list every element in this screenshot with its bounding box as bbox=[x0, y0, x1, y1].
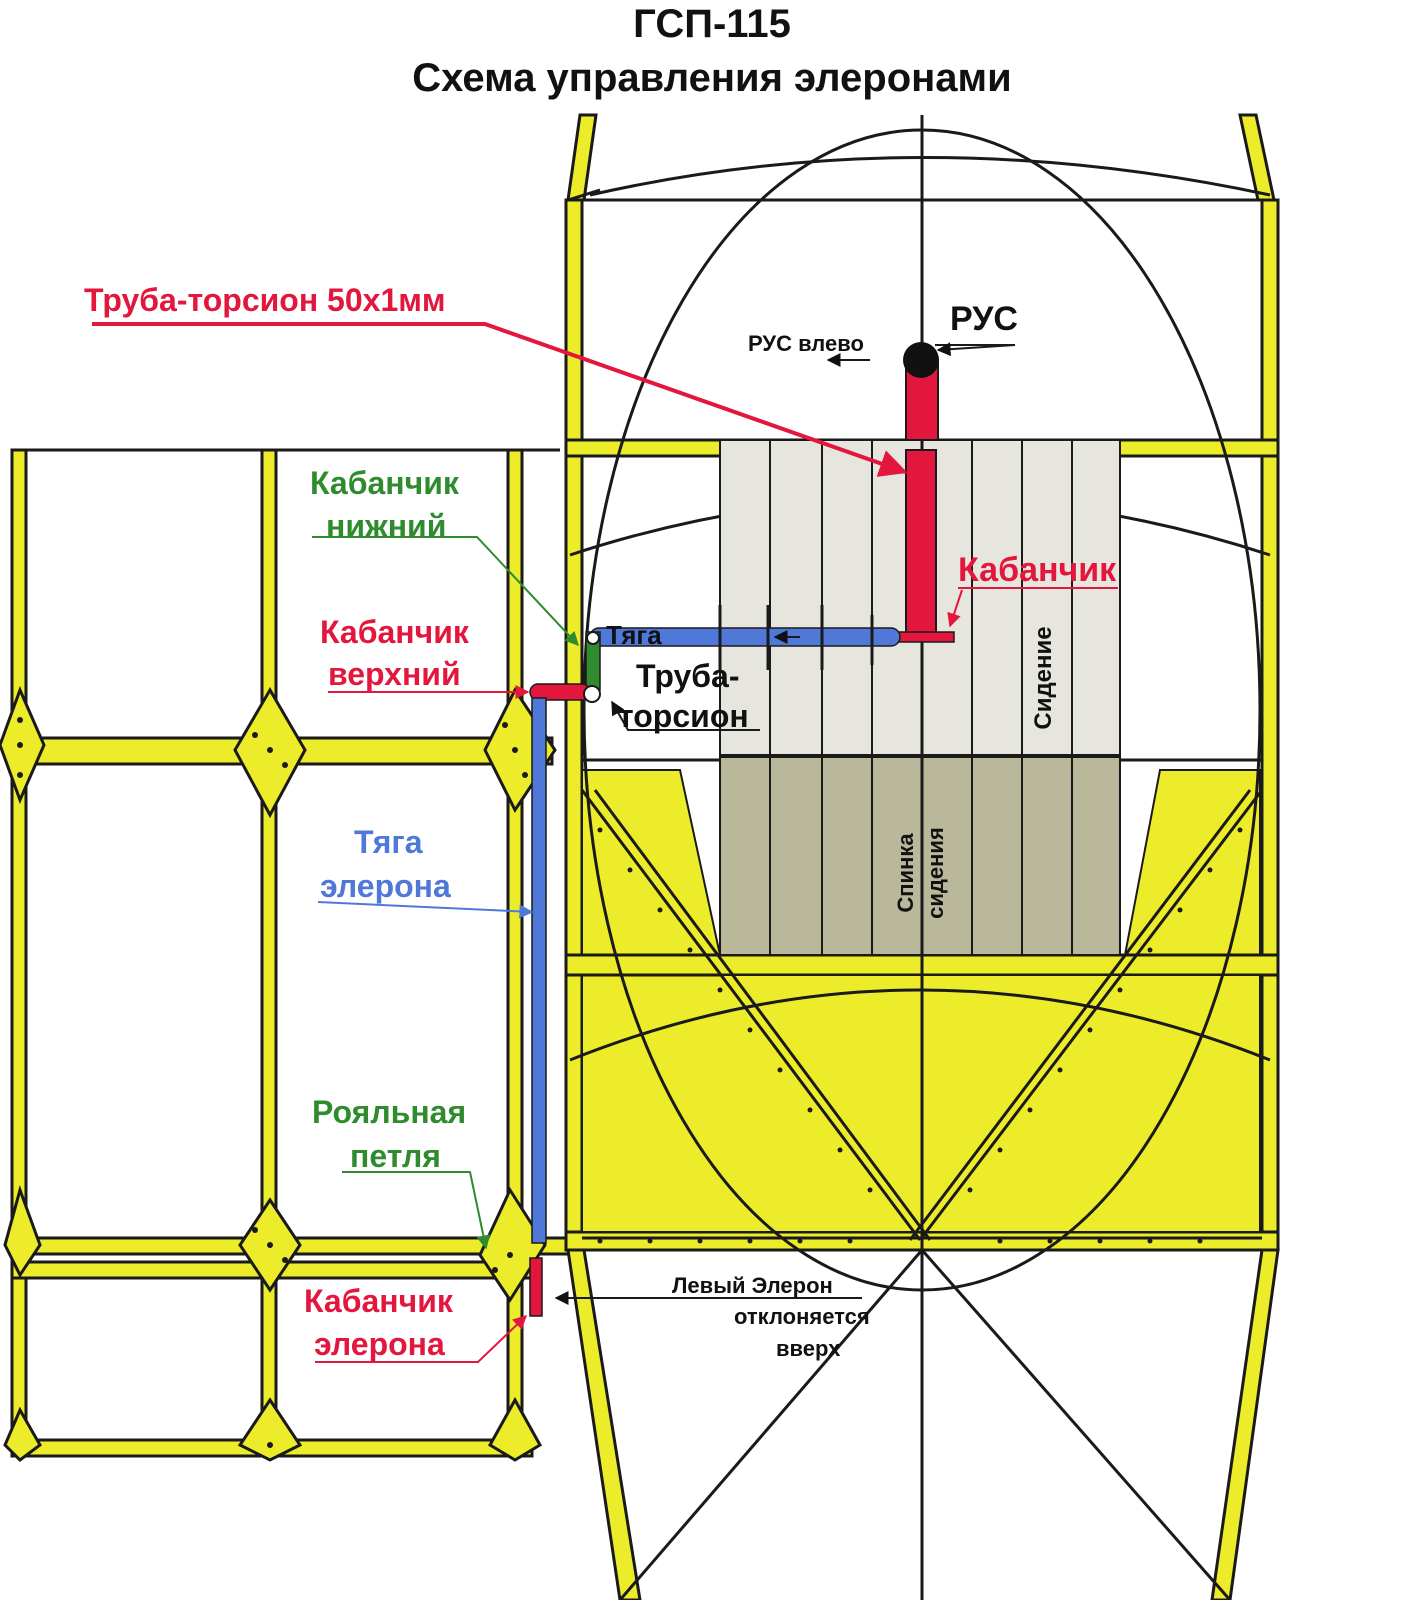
label-aileron-horn-1: Кабанчик bbox=[304, 1283, 453, 1319]
label-upper-horn-1: Кабанчик bbox=[320, 614, 469, 650]
push-rod-stops bbox=[718, 605, 874, 670]
label-seat-back-1: Спинка bbox=[893, 833, 918, 913]
label-seat: Сидение bbox=[1030, 626, 1057, 730]
seat-back bbox=[719, 756, 1121, 956]
label-seat-back-2: сидения bbox=[923, 827, 948, 919]
label-piano-hinge-2: петля bbox=[350, 1138, 441, 1174]
label-upper-horn-2: верхний bbox=[328, 656, 461, 692]
label-aileron-horn-2: элерона bbox=[314, 1326, 445, 1362]
torsion-tube bbox=[905, 449, 937, 641]
diagram-subtitle: Схема управления элеронами bbox=[412, 56, 1012, 100]
label-lower-horn-1: Кабанчик bbox=[310, 465, 459, 501]
label-note-1: Левый Элерон bbox=[672, 1273, 833, 1298]
label-lower-horn-2: нижний bbox=[326, 508, 447, 544]
label-aileron-rod-1: Тяга bbox=[354, 824, 423, 860]
label-note-3: вверх bbox=[776, 1336, 841, 1361]
aileron-rod bbox=[531, 697, 547, 1244]
diagram-title: ГСП-115 bbox=[633, 2, 791, 46]
wing-rivets bbox=[17, 717, 528, 1448]
torsion-pivot bbox=[583, 685, 601, 703]
label-rod: Тяга bbox=[606, 620, 662, 650]
label-tube-1: Труба- bbox=[636, 658, 740, 694]
label-rus-left: РУС влево bbox=[748, 331, 864, 356]
label-torsion-tube: Труба-торсион 50х1мм bbox=[84, 282, 446, 318]
control-stick-knob bbox=[903, 342, 939, 378]
fuselage-rivets bbox=[597, 827, 1243, 1244]
leader-lines bbox=[92, 322, 1118, 1363]
label-tube-2: торсион bbox=[618, 698, 749, 734]
label-piano-hinge-1: Рояльная bbox=[312, 1094, 467, 1130]
label-rus: РУС bbox=[950, 300, 1018, 338]
label-horn: Кабанчик bbox=[958, 551, 1117, 589]
label-aileron-rod-2: элерона bbox=[320, 868, 451, 904]
wing-frame bbox=[0, 448, 574, 1462]
aileron-horn bbox=[529, 1257, 543, 1317]
lower-horn-pivot bbox=[586, 631, 600, 645]
label-note-2: отклоняется bbox=[734, 1304, 870, 1329]
